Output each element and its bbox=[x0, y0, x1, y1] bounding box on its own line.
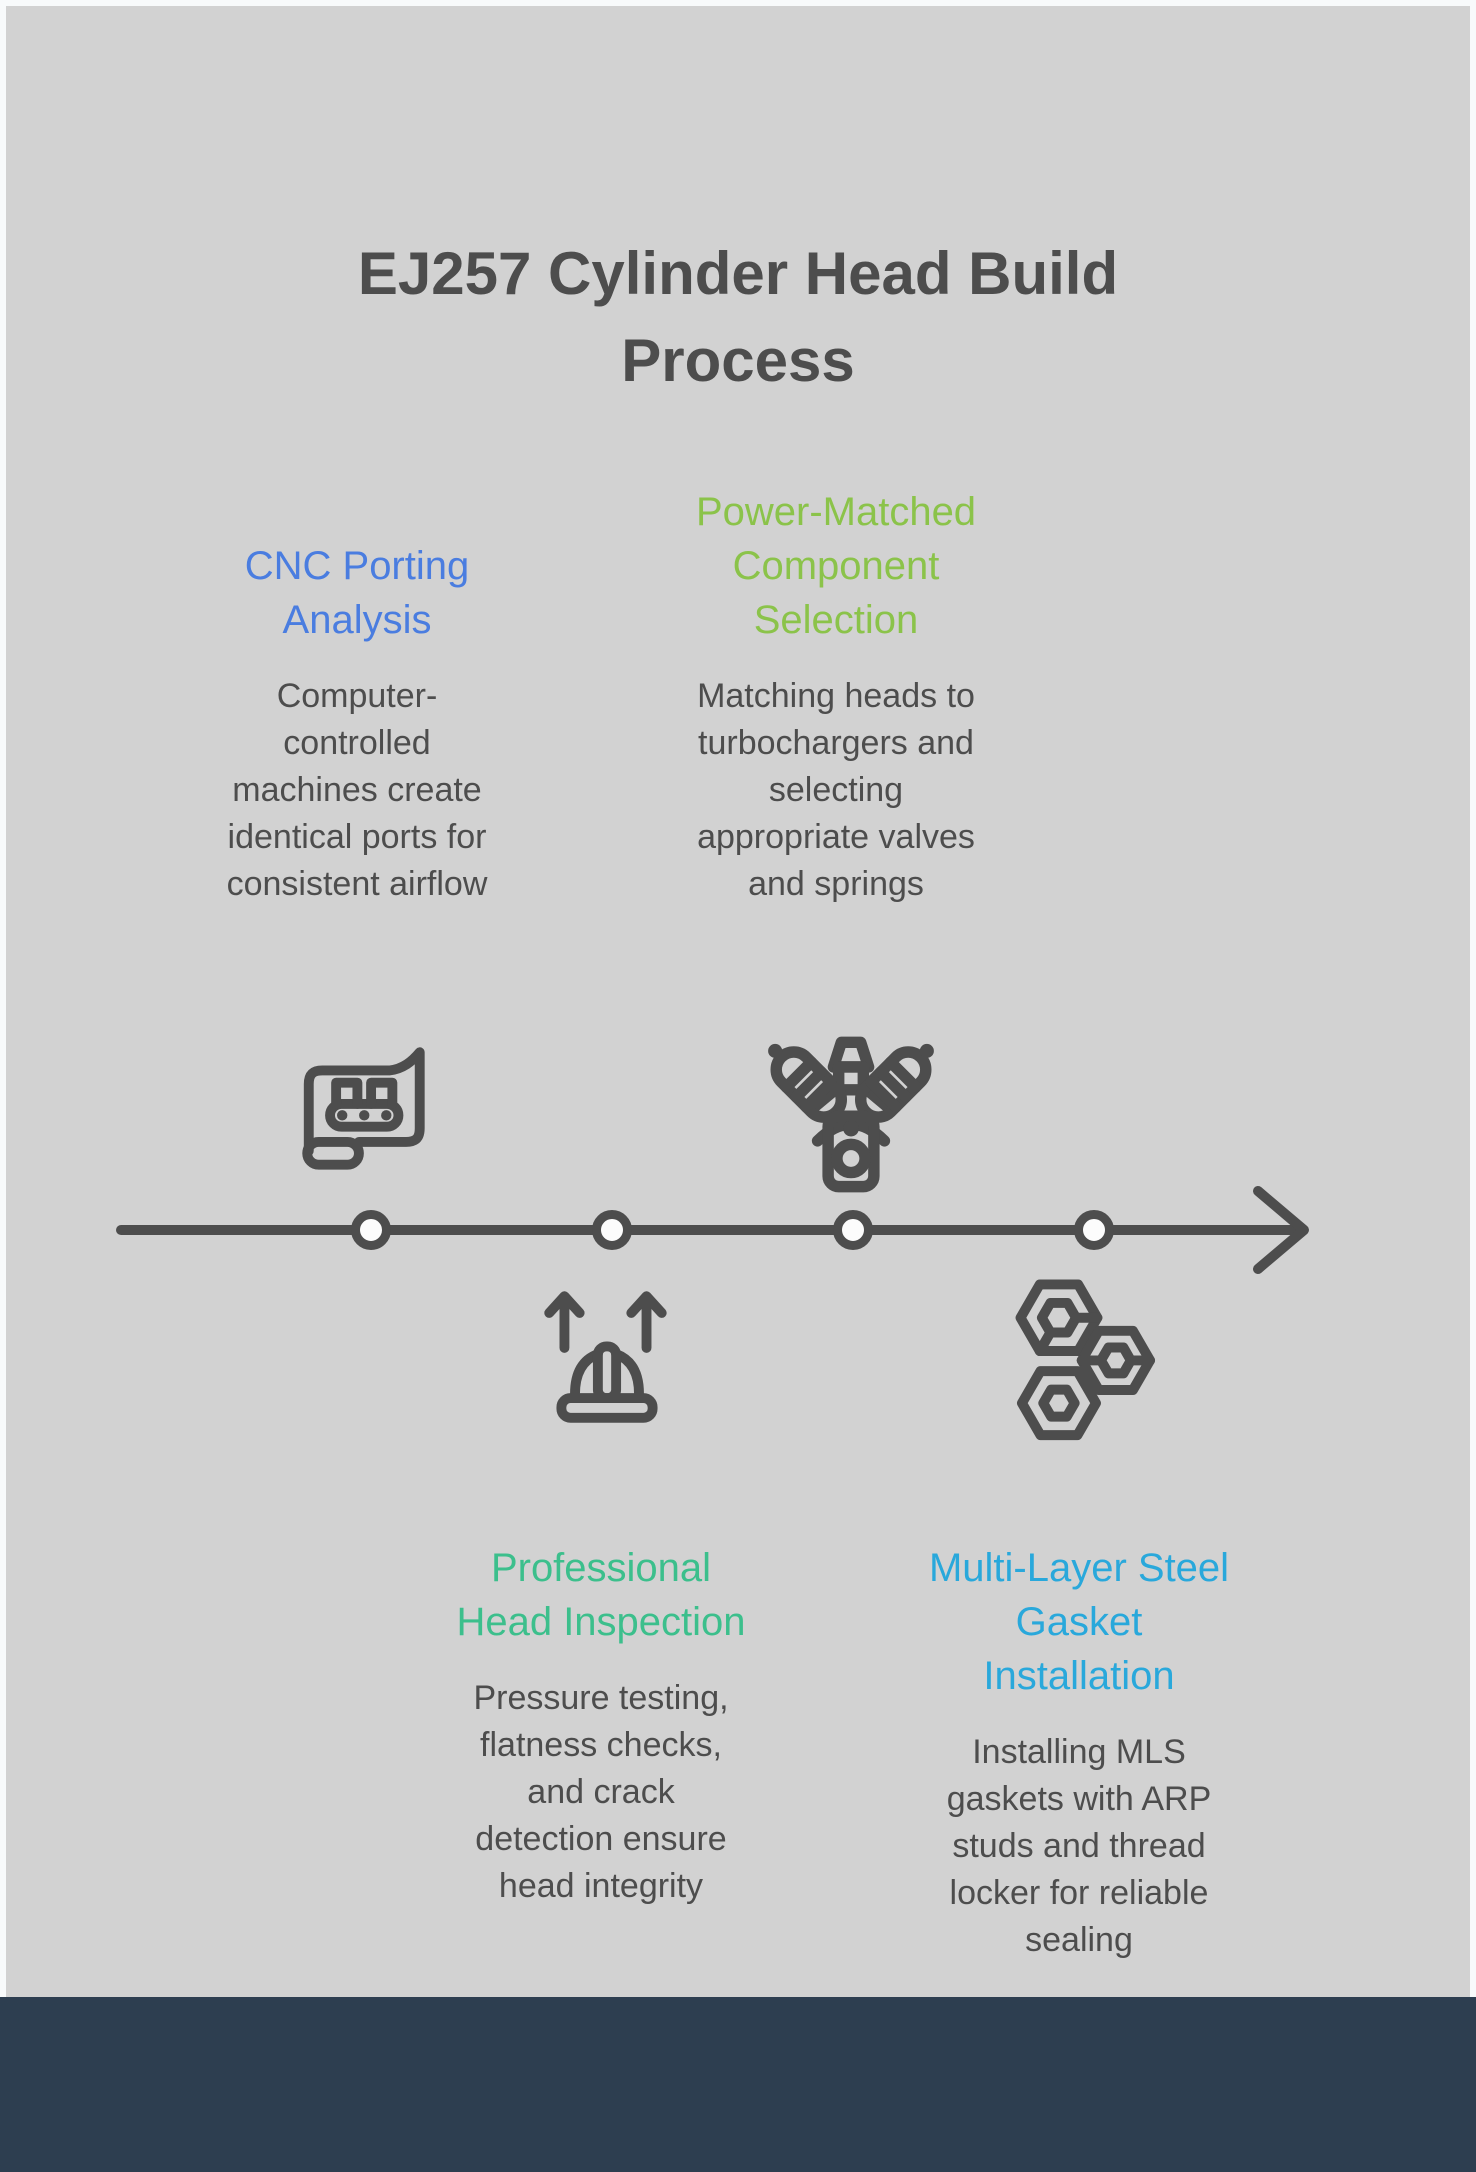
step-description: Installing MLS gaskets with ARP studs an… bbox=[946, 1733, 1212, 1959]
hex-nuts-icon bbox=[1015, 1279, 1156, 1441]
step-title: Multi-Layer Steel Gasket Installation bbox=[928, 1546, 1230, 1698]
step-description: Pressure testing, flatness checks, and c… bbox=[473, 1679, 729, 1905]
engine-valves-icon bbox=[768, 1036, 934, 1193]
step-title: CNC Porting Analysis bbox=[244, 544, 470, 642]
blueprint-conveyor-icon bbox=[302, 1047, 425, 1170]
timeline-arrow-icon bbox=[1253, 1186, 1309, 1274]
page-title: EJ257 Cylinder Head Build Process bbox=[357, 240, 1119, 395]
timeline-axis bbox=[116, 1186, 1309, 1274]
timeline-node-1 bbox=[351, 1210, 391, 1250]
step-multi-layer-steel-gasket-installation: Multi-Layer Steel Gasket Installation In… bbox=[889, 1541, 1269, 1964]
step-professional-head-inspection: Professional Head Inspection Pressure te… bbox=[411, 1541, 791, 1910]
timeline-node-4 bbox=[1074, 1210, 1114, 1250]
step-title: Power-Matched Component Selection bbox=[695, 490, 977, 642]
infographic-canvas: EJ257 Cylinder Head Build Process CNC Po… bbox=[6, 6, 1470, 1997]
step-power-matched-component-selection: Power-Matched Component Selection Matchi… bbox=[646, 485, 1026, 908]
step-cnc-porting-analysis: CNC Porting Analysis Computer- controlle… bbox=[167, 539, 547, 908]
footer-band bbox=[0, 1997, 1476, 2172]
hard-hat-arrows-icon bbox=[544, 1291, 667, 1423]
timeline-node-3 bbox=[833, 1210, 873, 1250]
step-description: Computer- controlled machines create ide… bbox=[226, 677, 488, 903]
timeline-node-2 bbox=[592, 1210, 632, 1250]
step-description: Matching heads to turbochargers and sele… bbox=[697, 677, 975, 903]
step-title: Professional Head Inspection bbox=[456, 1546, 746, 1644]
